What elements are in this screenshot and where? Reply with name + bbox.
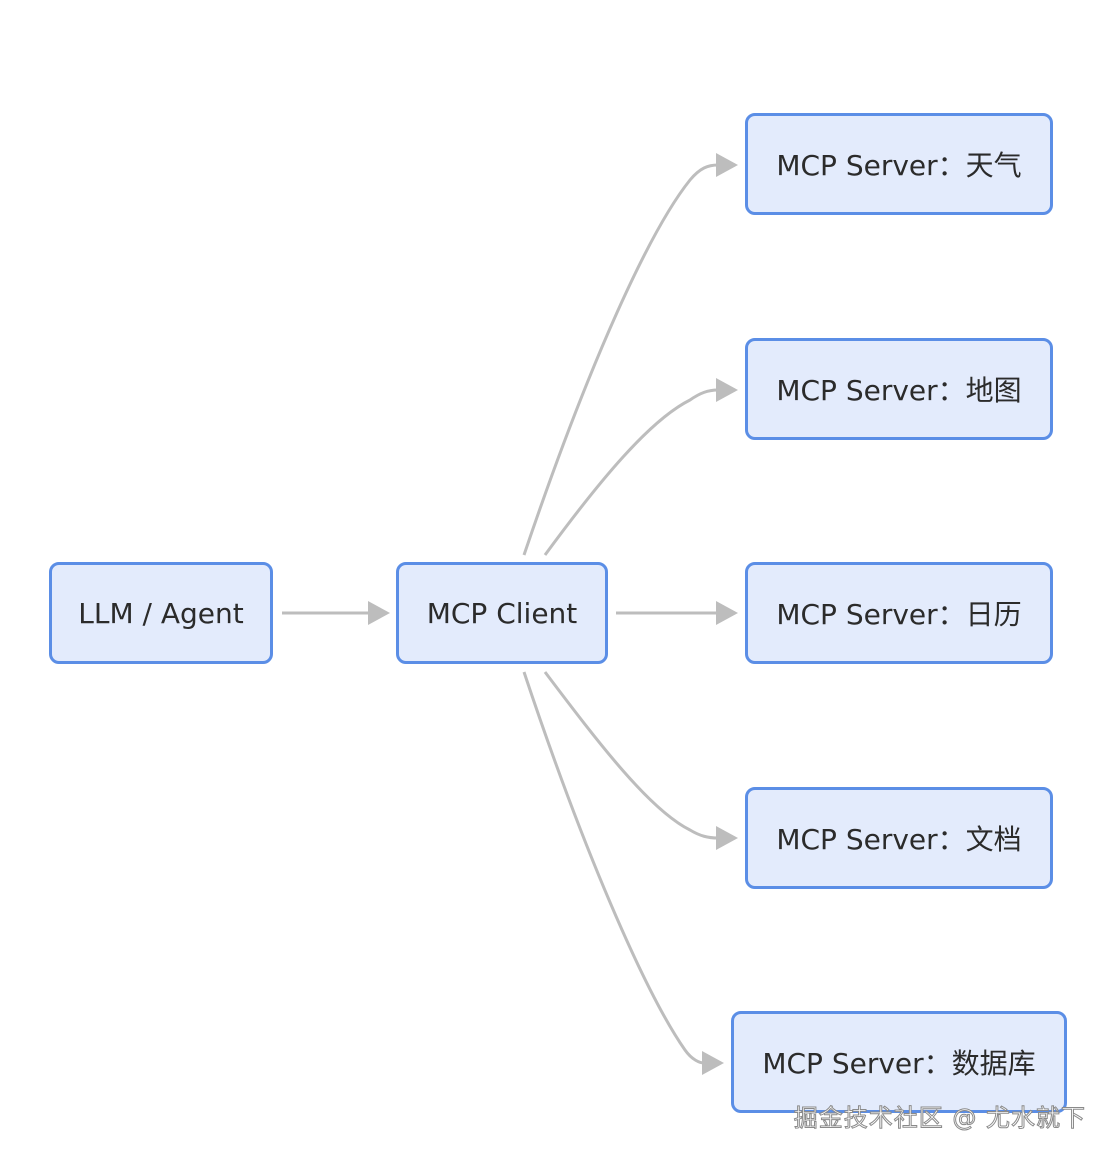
node-server-calendar: MCP Server：日历	[745, 562, 1053, 664]
arrowhead-docs	[716, 826, 738, 850]
node-server-weather: MCP Server：天气	[745, 113, 1053, 215]
watermark: 掘金技术社区 @ 尤水就下	[793, 1104, 1086, 1133]
node-server-database-label: MCP Server：数据库	[762, 1047, 1036, 1080]
arrowhead-map	[716, 378, 738, 402]
arrowhead-calendar	[716, 601, 738, 625]
node-server-calendar-label: MCP Server：日历	[776, 598, 1022, 631]
node-llm-agent-label: LLM / Agent	[78, 596, 244, 630]
edge-client-to-map	[543, 388, 719, 556]
edge-client-to-weather	[522, 163, 719, 556]
node-server-map: MCP Server：地图	[745, 338, 1053, 440]
node-server-docs-label: MCP Server：文档	[776, 823, 1022, 856]
arrowhead-database	[702, 1051, 724, 1075]
node-llm-agent: LLM / Agent	[49, 562, 273, 664]
node-mcp-client-label: MCP Client	[426, 596, 578, 630]
node-server-docs: MCP Server：文档	[745, 787, 1053, 889]
edge-client-to-database	[522, 671, 705, 1065]
node-mcp-client: MCP Client	[396, 562, 608, 664]
node-server-database: MCP Server：数据库	[731, 1011, 1067, 1113]
arrowhead-weather	[716, 153, 738, 177]
edge-client-to-docs	[543, 671, 719, 840]
arrowhead-client	[368, 601, 390, 625]
node-server-weather-label: MCP Server：天气	[776, 149, 1022, 182]
node-server-map-label: MCP Server：地图	[776, 374, 1022, 407]
